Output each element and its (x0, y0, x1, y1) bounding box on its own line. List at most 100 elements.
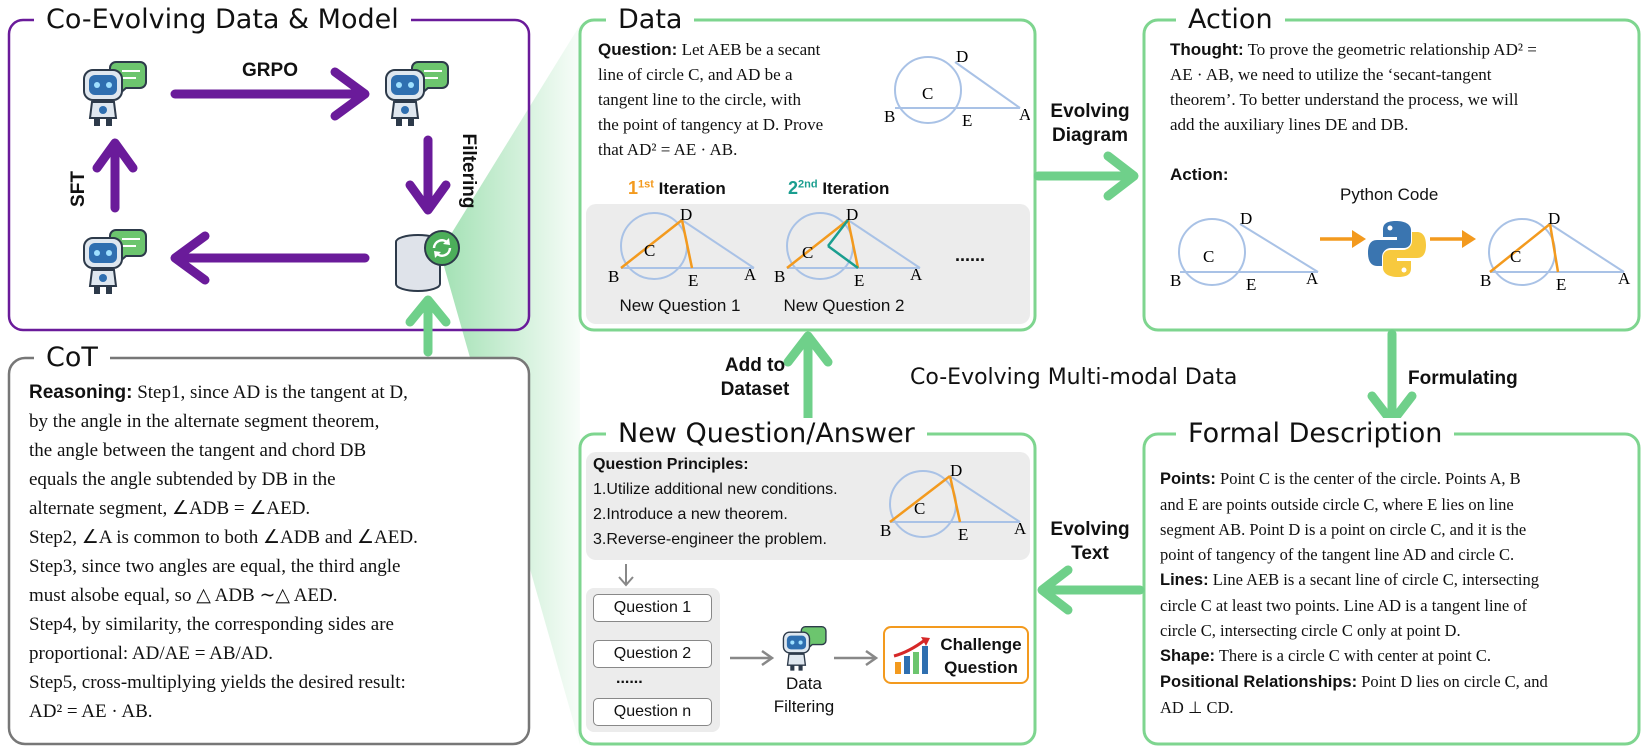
cot-line: AD² = AE · AB. (29, 701, 153, 722)
grey-arrow-icon (834, 649, 879, 667)
formal-line: Line AEB is a secant line of circle C, i… (1212, 570, 1539, 589)
point-label-E: E (962, 111, 972, 130)
point-label-D: D (680, 206, 692, 224)
cot-line: Step3, since two angles are equal, the t… (29, 556, 401, 577)
evolving-text-arrow-head (1037, 565, 1073, 615)
point-label-A: A (1618, 269, 1631, 288)
new-question-2-label: New Question 2 (783, 296, 905, 315)
point-label-E: E (1246, 275, 1256, 294)
question-item[interactable]: Question n (593, 698, 712, 726)
point-label-B: B (608, 267, 619, 286)
point-label-B: B (880, 521, 891, 540)
iteration-1-label: 11st Iteration (628, 178, 726, 198)
growth-chart-icon (893, 637, 930, 674)
formulating-label: Formulating (1408, 368, 1518, 389)
formal-title: Formal Description (1176, 418, 1455, 450)
point-label-A: A (1019, 105, 1030, 124)
question-item[interactable]: Question 2 (593, 640, 712, 668)
iteration-1-figure: D C B E A (608, 206, 757, 288)
point-label-A: A (744, 265, 757, 284)
action-after-figure: D C B E A (1480, 209, 1631, 294)
iterations-box (586, 204, 1030, 324)
point-label-C: C (1203, 247, 1214, 266)
data-filtering-line-2: Filtering (773, 697, 835, 716)
formal-line: circle C at least two points. Line AD is… (1160, 596, 1528, 615)
add-dataset-arrow-head (783, 331, 833, 367)
robot-icon (782, 626, 827, 671)
add-to-dataset-line-1: Add to (724, 355, 786, 376)
cot-line: Step5, cross-multiplying yields the desi… (29, 672, 406, 693)
challenge-line-2: Question (944, 658, 1018, 677)
thought-line: To prove the geometric relationship AD² … (1247, 40, 1537, 59)
cot-line: Step4, by similarity, the corresponding … (29, 614, 394, 635)
principles-label: Question Principles: (593, 456, 749, 473)
center-label: Co-Evolving Multi-modal Data (910, 365, 1238, 390)
evolving-text-line-2: Text (1071, 543, 1109, 564)
points-label: Points: (1160, 470, 1216, 488)
add-to-dataset-line-2: Dataset (720, 379, 790, 400)
questions-ellipsis: ...... (616, 670, 643, 687)
action-thought: Thought: To prove the geometric relation… (1170, 37, 1632, 137)
point-label-C: C (1510, 247, 1521, 266)
shape-label: Shape: (1160, 647, 1216, 665)
orange-arrow-icon (1320, 230, 1366, 248)
newqa-geometry-figure: D C B E A (880, 462, 1027, 544)
cot-line: Step2, ∠A is common to both ∠ADB and ∠AE… (29, 527, 418, 548)
cot-line: equals the angle subtended by DB in the (29, 469, 336, 490)
data-title: Data (606, 4, 695, 36)
orange-arrow-icon (1430, 230, 1476, 248)
question-item[interactable]: Question 1 (593, 594, 712, 622)
iter1-text: Iteration (658, 179, 726, 198)
robot-icon (83, 229, 147, 294)
evolving-diagram-line-1: Evolving (1050, 101, 1130, 122)
bottom-arrow-head (170, 231, 210, 285)
point-label-C: C (802, 243, 813, 262)
grey-arrow-icon (730, 649, 775, 667)
data-filtering-label: Data Filtering (752, 672, 856, 718)
evolving-diagram-arrow-head (1103, 151, 1139, 201)
formal-line: point of tangency of the tangent line AD… (1160, 545, 1515, 564)
cot-line: must alsobe equal, so △ ADB ∼△ AED. (29, 585, 338, 606)
point-label-C: C (644, 241, 655, 260)
grpo-arrow-head (330, 67, 370, 121)
point-label-A: A (1306, 269, 1319, 288)
data-question: Question: Let AEB be a secant line of ci… (598, 37, 870, 162)
formal-line: Point C is the center of the circle. Poi… (1220, 469, 1521, 488)
formal-body: Points: Point C is the center of the cir… (1160, 466, 1635, 720)
cot-panel-border (7, 356, 531, 746)
evolving-text-label: Evolving Text (1040, 518, 1140, 566)
challenge-question-box[interactable]: Challenge Question (883, 626, 1029, 684)
cot-line: the angle between the tangent and chord … (29, 440, 367, 461)
iter1-sup: 1st (638, 178, 654, 191)
positional-label: Positional Relationships: (1160, 673, 1358, 691)
challenge-label: Challenge Question (935, 633, 1027, 679)
python-code-label: Python Code (1340, 185, 1439, 204)
questions-list-box: Question 1 Question 2 ...... Question n (586, 588, 720, 732)
point-label-B: B (884, 107, 895, 126)
question-line: Let AEB be a secant (681, 40, 821, 59)
formal-line: AD ⊥ CD. (1160, 698, 1234, 717)
point-label-A: A (910, 265, 923, 284)
question-line: tangent line to the circle, with (598, 90, 801, 109)
cot-title: CoT (34, 342, 110, 374)
thought-line: add the auxiliary lines DE and DB. (1170, 115, 1409, 134)
question-line: line of circle C, and AD be a (598, 65, 793, 84)
reasoning-label: Reasoning: (29, 382, 133, 403)
formal-line: There is a circle C with center at point… (1218, 646, 1491, 665)
principles-text: Question Principles: 1.Utilize additiona… (593, 452, 893, 552)
newqa-title: New Question/Answer (606, 418, 927, 450)
action-label: Action: (1170, 165, 1229, 184)
robot-icon (385, 61, 449, 126)
add-to-dataset-label: Add to Dataset (700, 354, 810, 402)
point-label-A: A (1014, 519, 1027, 538)
challenge-line-1: Challenge (940, 635, 1022, 654)
point-label-B: B (1170, 271, 1181, 290)
principle-item: 1.Utilize additional new conditions. (593, 481, 838, 498)
evolving-text-line-1: Evolving (1050, 519, 1130, 540)
evolving-diagram-line-2: Diagram (1051, 125, 1129, 146)
action-title: Action (1176, 4, 1285, 36)
thought-line: AE · AB, we need to utilize the ‘secant-… (1170, 65, 1492, 84)
point-label-B: B (1480, 271, 1491, 290)
point-label-E: E (854, 271, 864, 288)
cot-line: by the angle in the alternate segment th… (29, 411, 380, 432)
